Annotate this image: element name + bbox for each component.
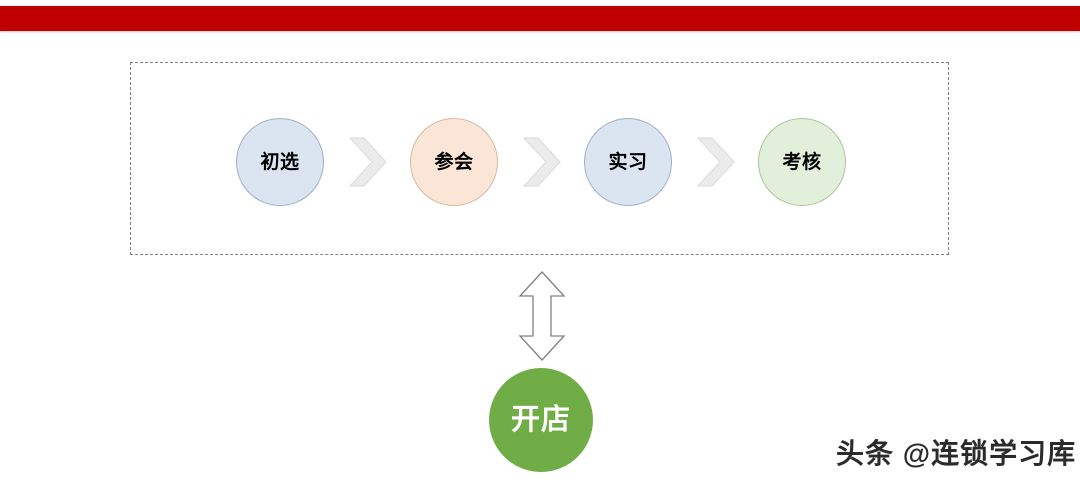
stage-label-kaohe: 考核 xyxy=(782,151,822,173)
result-label-kaidian: 开店 xyxy=(510,403,571,436)
stage-circle-canhui[interactable]: 参会 xyxy=(410,118,498,206)
stage-label-shixi: 实习 xyxy=(608,151,648,173)
top-red-banner xyxy=(0,6,1080,31)
stage-circle-kaohe[interactable]: 考核 xyxy=(758,118,846,206)
stage-circle-chuxuan[interactable]: 初选 xyxy=(236,118,324,206)
watermark-text: 头条 @连锁学习库 xyxy=(836,438,1077,469)
chevron-right-icon-2 xyxy=(523,137,561,187)
process-stage-row: 初选 参会 实习 考核 xyxy=(236,117,846,207)
chevron-right-icon-3 xyxy=(697,137,735,187)
stage-circle-shixi[interactable]: 实习 xyxy=(584,118,672,206)
chevron-right-icon-1 xyxy=(349,137,387,187)
result-circle-kaidian[interactable]: 开店 xyxy=(489,368,593,472)
stage-label-canhui: 参会 xyxy=(434,151,474,173)
process-group-dashed-box xyxy=(130,62,949,255)
stage-label-chuxuan: 初选 xyxy=(260,151,300,173)
double-headed-vertical-arrow-icon xyxy=(518,271,566,361)
